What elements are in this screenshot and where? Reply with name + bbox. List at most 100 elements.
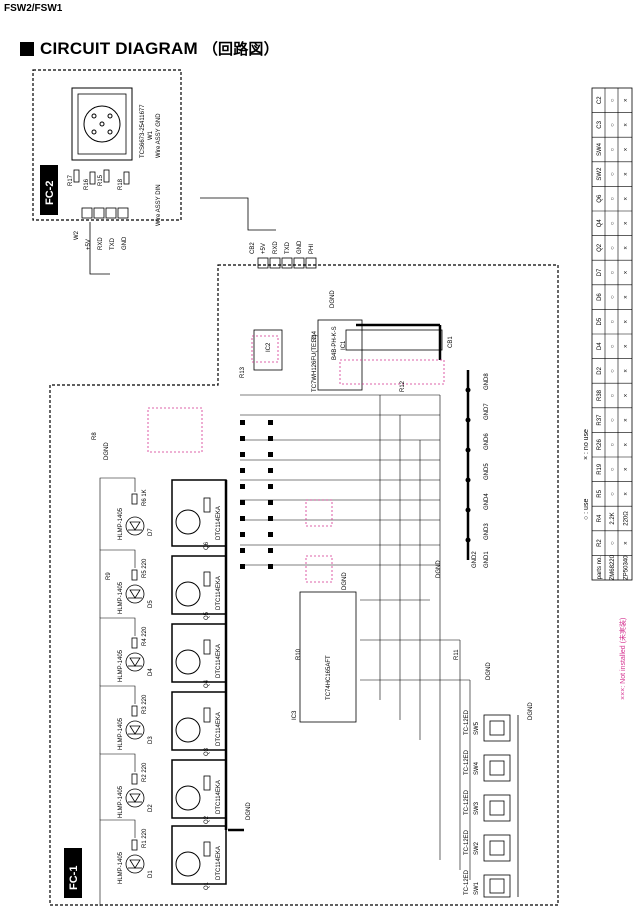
table-header-cell: R26 xyxy=(597,439,603,451)
model-header: FSW2/FSW1 xyxy=(4,3,63,14)
table-header-cell: R38 xyxy=(597,389,603,401)
w2-pin-rxd: RXD xyxy=(98,237,104,250)
r15-label: R15 xyxy=(98,174,104,186)
table-cell: × xyxy=(624,541,630,545)
q3-part: DTC114EKA xyxy=(216,712,222,746)
table-header-cell: SW2 xyxy=(597,167,603,181)
table-cell: × xyxy=(624,442,630,446)
table-cell: ○ xyxy=(610,197,616,201)
table-header-cell: D2 xyxy=(597,366,603,374)
q4-label: Q4 xyxy=(204,679,210,688)
ic1-label: IC1 xyxy=(341,340,347,350)
gnd4-label: GND4 xyxy=(484,493,490,510)
table-cell: × xyxy=(624,98,630,102)
table-cell: 220Ω xyxy=(624,511,630,526)
fc1-board: FC-1 CB2 +5V RXD TXD GND PHI TC7WH126FU(… xyxy=(49,240,559,906)
legend-use: ○ : use xyxy=(583,499,590,520)
cb2-pin-5v: +5V xyxy=(261,243,267,254)
stage-4: DTC114EKA Q4 D4 HLMP-1405 R4 220 xyxy=(99,617,227,688)
title-row: CIRCUIT DIAGRAM （回路図） xyxy=(20,38,279,59)
sw2-label: SW2 xyxy=(474,841,480,855)
sw1-label: SW1 xyxy=(474,881,480,895)
q1-part: DTC114EKA xyxy=(216,846,222,880)
dgnd-label-1: DGND xyxy=(246,802,252,820)
dgnd-label-2: DGND xyxy=(342,572,348,590)
r8-label: R8 xyxy=(92,432,98,440)
q5-label: Q5 xyxy=(204,611,210,620)
table-header-cell: parts no. xyxy=(597,556,603,580)
not-installed-note: ×××: Not installed (未実装) xyxy=(618,618,627,700)
d5-part: HLMP-1405 xyxy=(118,581,124,614)
gnd6-label: GND6 xyxy=(484,433,490,450)
table-cell: ○ xyxy=(610,541,616,545)
table-cell: × xyxy=(624,418,630,422)
fc2-w1-label: W1 xyxy=(148,130,154,140)
table-cell: ○ xyxy=(610,320,616,324)
sw4-part: TC-12ED xyxy=(464,749,470,775)
d4-label: D4 xyxy=(148,668,154,676)
table-cell: × xyxy=(624,467,630,471)
table-cell: ○ xyxy=(610,492,616,496)
dgnd-label-6: DGND xyxy=(436,560,442,578)
table-header-cell: R2 xyxy=(597,539,603,547)
table-header-cell: R19 xyxy=(597,463,603,475)
q1-label: Q1 xyxy=(204,881,210,890)
table-cell: ○ xyxy=(610,270,616,274)
q6-label: Q6 xyxy=(204,541,210,550)
q5-part: DTC114EKA xyxy=(216,576,222,610)
sw3-part: TC-12ED xyxy=(464,789,470,815)
table-cell: × xyxy=(624,393,630,397)
sw1-part: TC-12ED xyxy=(464,869,470,895)
table-cell: ○ xyxy=(610,172,616,176)
fc2-label: FC-2 xyxy=(44,181,56,205)
table-cell: × xyxy=(624,246,630,250)
stage-3: DTC114EKA Q3 D3 HLMP-1405 R3 220 xyxy=(99,685,227,756)
table-header-cell: R5 xyxy=(597,489,603,497)
table-cell: × xyxy=(624,172,630,176)
fc2-w2-label: W2 xyxy=(74,230,80,240)
table-cell: × xyxy=(624,221,630,225)
q2-part: DTC114EKA xyxy=(216,780,222,814)
table-cell: ○ xyxy=(610,418,616,422)
r14-label: R14 xyxy=(312,330,318,342)
table-header-cell: R37 xyxy=(597,414,603,426)
table-cell: ○ xyxy=(610,344,616,348)
table-header-cell: R4 xyxy=(597,514,603,522)
cb1-label: CB1 xyxy=(448,336,454,348)
ic3-label: IC3 xyxy=(292,710,298,720)
gnd8-label: GND8 xyxy=(484,373,490,390)
sw5-part: TC-12ED xyxy=(464,709,470,735)
table-cell: ZM68220 xyxy=(610,554,616,580)
d3-part: HLMP-1405 xyxy=(118,717,124,750)
r9-label: R9 xyxy=(106,572,112,580)
dgnd-label-5: DGND xyxy=(330,290,336,308)
w2-pin-5v: +5V xyxy=(86,239,92,250)
gnd5-label: GND5 xyxy=(484,463,490,480)
table-cell: × xyxy=(624,270,630,274)
table-cell: ○ xyxy=(610,393,616,397)
legend-nouse: × : no use xyxy=(583,429,590,460)
r16-label: R16 xyxy=(84,178,90,190)
table-header-cell: C3 xyxy=(597,120,603,128)
table-cell: ○ xyxy=(610,443,616,447)
table-header-cell: C2 xyxy=(597,96,603,104)
table-cell: × xyxy=(624,147,630,151)
ic1-part-label: TC7WH126FU(TE12) xyxy=(312,334,318,392)
d2-part: HLMP-1405 xyxy=(118,785,124,818)
r2-label: R2 220 xyxy=(142,762,148,782)
table-cell: ○ xyxy=(610,369,616,373)
q3-label: Q3 xyxy=(204,747,210,756)
d4-part: HLMP-1405 xyxy=(118,649,124,682)
ic3-part-label: TC74HC165AFT xyxy=(326,655,332,700)
dgnd-label-3: DGND xyxy=(486,662,492,680)
stage-6: DTC114EKA Q6 D7 HLMP-1405 R6 1K xyxy=(99,477,227,550)
cb2-label: CB2 xyxy=(250,242,256,254)
d7-part: HLMP-1405 xyxy=(118,507,124,540)
fc2-w2-assy-label: Wire ASSY DIN xyxy=(156,184,162,226)
table-cell: × xyxy=(624,344,630,348)
w2-pin-txd: TXD xyxy=(110,237,116,250)
table-header-cell: D6 xyxy=(597,293,603,301)
cb2-pin-phi: PHI xyxy=(309,244,315,254)
table-header-cell: SW4 xyxy=(597,142,603,156)
